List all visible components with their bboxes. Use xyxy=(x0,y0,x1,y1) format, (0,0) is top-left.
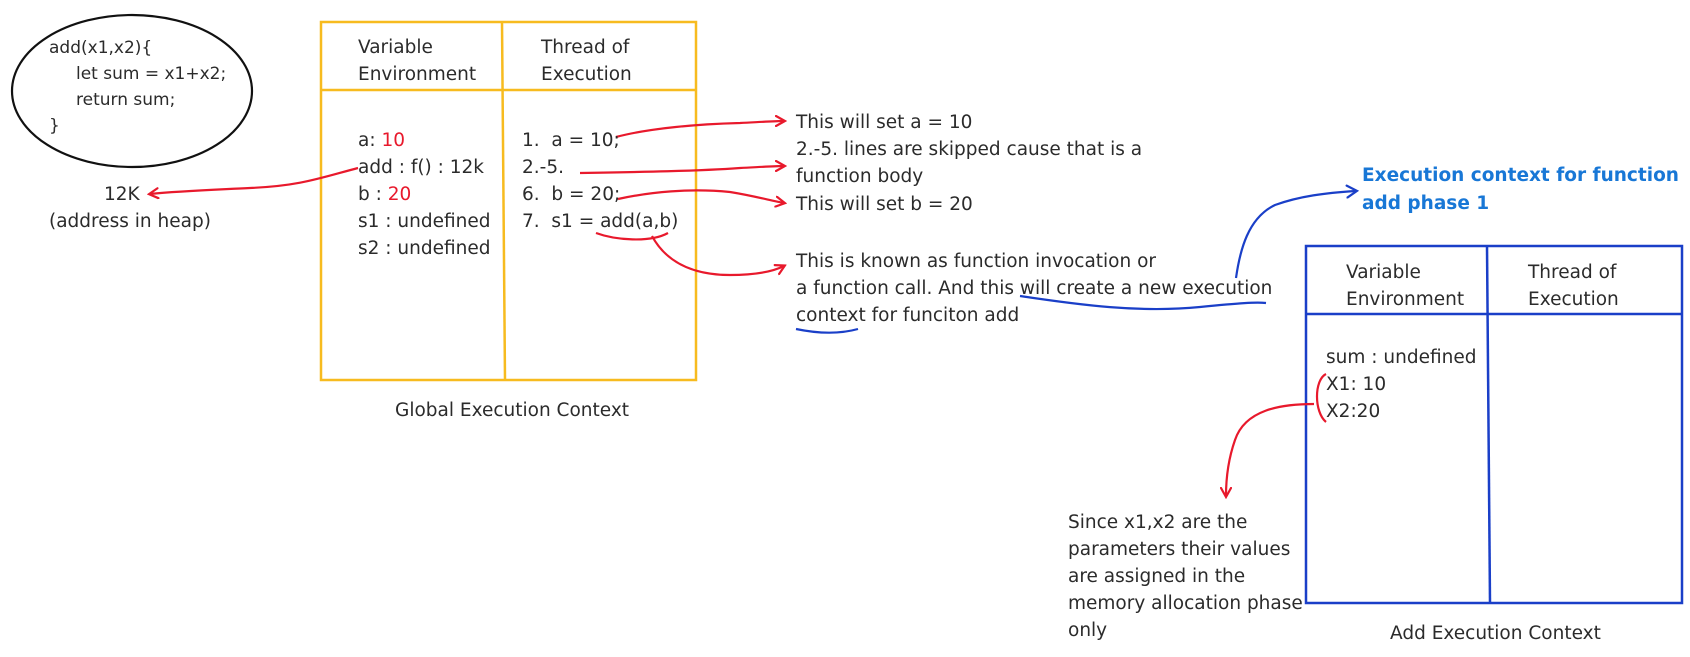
global-context-box xyxy=(319,20,698,382)
var-a-label: a: xyxy=(358,130,376,151)
code-line-return: return sum; xyxy=(76,90,176,110)
code-line-close: } xyxy=(49,116,60,136)
annotation-invocation-1: This is known as function invocation or xyxy=(796,251,1157,272)
heap-note: (address in heap) xyxy=(49,211,211,232)
arrow-to-phase-title xyxy=(1234,191,1356,279)
add-thread-header: Thread of Execution xyxy=(1528,262,1619,310)
add-var-env-header: Variable Environment xyxy=(1346,262,1465,310)
var-b: b : 20 xyxy=(358,181,411,208)
annotation-invocation-2: a function call. And this will create a … xyxy=(796,278,1273,299)
global-context-caption: Global Execution Context xyxy=(395,400,630,421)
add-var-sum: sum : undefined xyxy=(1326,347,1477,368)
phase-title: Execution context for function add phase… xyxy=(1362,165,1679,214)
underline-new-execution xyxy=(1019,294,1267,311)
add-context-caption: Add Execution Context xyxy=(1390,623,1601,644)
bracket-params xyxy=(1315,373,1327,423)
annotation-skipped: 2.-5. lines are skipped cause that is a … xyxy=(796,139,1143,187)
code-line-sum: let sum = x1+x2; xyxy=(76,64,227,84)
arrow-params-to-note xyxy=(1226,402,1315,496)
arrow-line6-to-set-b xyxy=(617,189,784,203)
thread-line-7: 7. s1 = add(a,b) xyxy=(522,211,679,232)
global-thread-header: Thread of Execution xyxy=(541,37,632,85)
thread-line-1: 1. a = 10; xyxy=(522,130,620,151)
var-b-value: 20 xyxy=(387,184,412,205)
var-s1: s1 : undefined xyxy=(358,211,491,232)
var-a-value: 10 xyxy=(381,130,406,151)
thread-line-2: 2.-5. xyxy=(522,157,564,178)
var-add: add : f() : 12k xyxy=(358,157,485,178)
arrow-add-to-heap xyxy=(150,166,359,194)
function-code-ellipse xyxy=(10,13,254,169)
underline-context xyxy=(795,327,859,334)
arrow-line2-to-skipped xyxy=(579,166,784,175)
annotation-set-a: This will set a = 10 xyxy=(796,112,973,133)
underline-add-call xyxy=(595,231,669,241)
add-var-x1: X1: 10 xyxy=(1326,374,1387,395)
code-line-signature: add(x1,x2){ xyxy=(49,38,153,58)
annotation-set-b: This will set b = 20 xyxy=(796,194,973,215)
add-var-x2: X2:20 xyxy=(1326,401,1381,422)
var-s2: s2 : undefined xyxy=(358,238,491,259)
add-context-box xyxy=(1304,244,1684,605)
params-note: Since x1,x2 are the parameters their val… xyxy=(1068,512,1303,641)
var-b-label: b : xyxy=(358,184,382,205)
global-var-env-header: Variable Environment xyxy=(358,37,477,85)
annotation-invocation-3: context for funciton add xyxy=(796,305,1020,326)
thread-line-6: 6. b = 20; xyxy=(522,184,621,205)
arrow-call-to-invocation xyxy=(651,235,784,277)
var-a: a: 10 xyxy=(358,127,405,154)
arrow-line1-to-set-a xyxy=(615,121,784,139)
heap-address: 12K xyxy=(104,184,140,205)
